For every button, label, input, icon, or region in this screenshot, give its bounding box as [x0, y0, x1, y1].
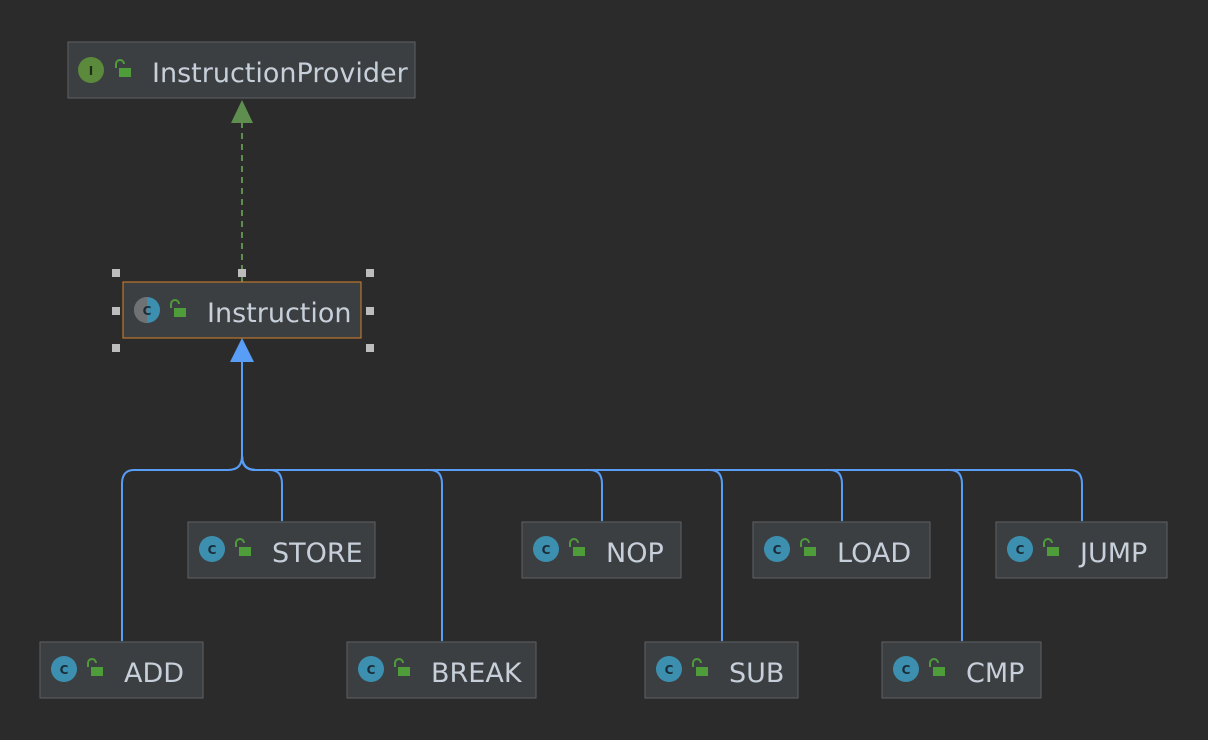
- abstract-class-icon-half: [134, 297, 147, 323]
- node-label: SUB: [729, 658, 784, 689]
- node-jump[interactable]: C JUMP: [995, 521, 1168, 579]
- node-instructionprovider[interactable]: I InstructionProvider: [67, 41, 416, 99]
- selection-handles[interactable]: [112, 269, 374, 352]
- node-nop[interactable]: C NOP: [521, 521, 682, 579]
- public-lock-icon: [235, 538, 251, 556]
- edge-extends-store: [241, 455, 283, 521]
- public-lock-icon: [1043, 538, 1059, 556]
- node-label: InstructionProvider: [152, 58, 409, 89]
- class-icon: [51, 656, 77, 682]
- edge-extends-nop: [241, 455, 603, 521]
- node-store[interactable]: C STORE: [187, 521, 376, 579]
- svg-text:C: C: [542, 543, 551, 557]
- edges: [121, 100, 1083, 641]
- interface-icon-letter: I: [89, 64, 93, 78]
- edge-instruction-implements-instructionprovider: [231, 100, 253, 282]
- svg-text:C: C: [208, 543, 217, 557]
- public-lock-icon: [929, 658, 945, 676]
- class-icon: [893, 656, 919, 682]
- public-lock-icon: [394, 658, 410, 676]
- edge-extends-load: [241, 455, 843, 521]
- node-label: BREAK: [431, 658, 523, 689]
- node-label: Instruction: [207, 298, 352, 329]
- edge-extends-add: [121, 455, 243, 641]
- node-label: STORE: [272, 538, 363, 569]
- class-icon: [764, 536, 790, 562]
- implements-arrowhead-icon: [231, 100, 253, 123]
- node-label: NOP: [606, 538, 664, 569]
- node-label: LOAD: [837, 538, 911, 569]
- class-icon: [533, 536, 559, 562]
- svg-text:C: C: [665, 663, 674, 677]
- class-icon: [656, 656, 682, 682]
- edge-extends-jump: [241, 455, 1083, 521]
- node-break[interactable]: C BREAK: [346, 641, 537, 699]
- node-sub[interactable]: C SUB: [644, 641, 799, 699]
- node-label: JUMP: [1078, 538, 1147, 569]
- extends-arrowhead-icon: [230, 338, 254, 362]
- interface-icon: [78, 57, 104, 83]
- public-lock-icon: [170, 299, 186, 317]
- svg-text:C: C: [1016, 543, 1025, 557]
- svg-text:C: C: [902, 663, 911, 677]
- node-label: ADD: [124, 658, 184, 689]
- public-lock-icon: [87, 658, 103, 676]
- node-label: CMP: [966, 658, 1024, 689]
- class-icon: [358, 656, 384, 682]
- node-cmp[interactable]: C CMP: [881, 641, 1042, 699]
- node-instruction[interactable]: C Instruction: [112, 269, 374, 352]
- node-add[interactable]: C ADD: [39, 641, 204, 699]
- svg-text:C: C: [143, 304, 152, 318]
- public-lock-icon: [115, 59, 131, 77]
- svg-text:C: C: [773, 543, 782, 557]
- class-icon: [199, 536, 225, 562]
- svg-text:C: C: [60, 663, 69, 677]
- svg-text:C: C: [367, 663, 376, 677]
- public-lock-icon: [692, 658, 708, 676]
- node-load[interactable]: C LOAD: [752, 521, 931, 579]
- public-lock-icon: [569, 538, 585, 556]
- class-icon: [1007, 536, 1033, 562]
- public-lock-icon: [800, 538, 816, 556]
